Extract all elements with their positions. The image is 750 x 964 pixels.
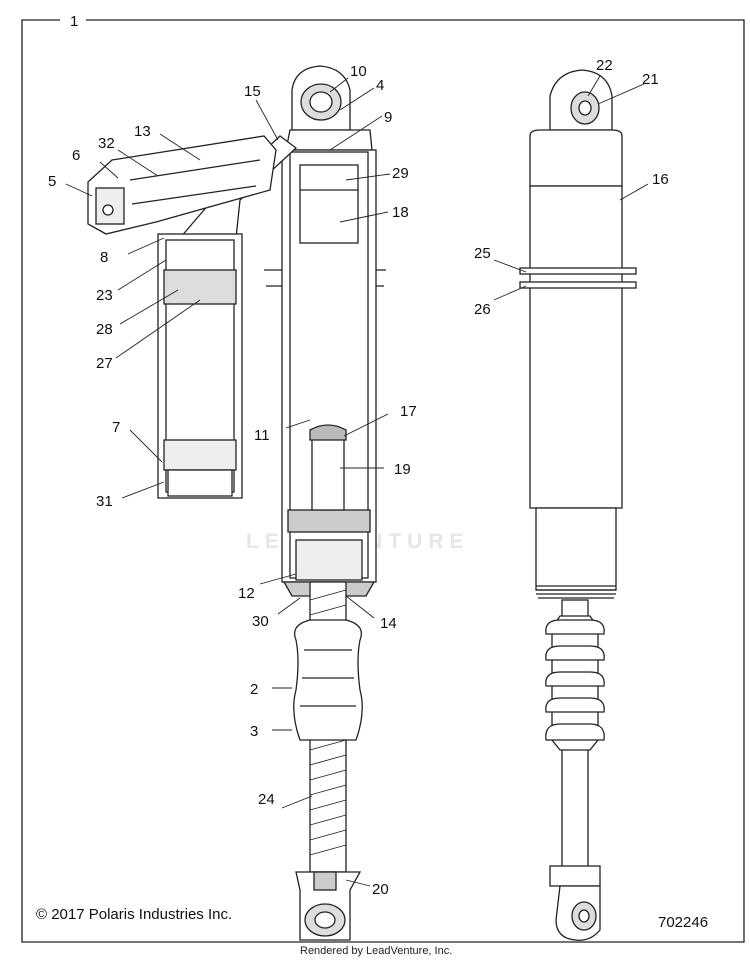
right-shock-exterior bbox=[519, 69, 637, 941]
callout-25: 25 bbox=[474, 245, 491, 262]
callout-10: 10 bbox=[350, 63, 367, 80]
callout-23: 23 bbox=[96, 287, 113, 304]
callout-16: 16 bbox=[652, 171, 669, 188]
callout-11: 11 bbox=[254, 427, 270, 444]
callout-20: 20 bbox=[372, 881, 389, 898]
callout-22: 22 bbox=[596, 57, 613, 74]
callout-27: 27 bbox=[96, 355, 113, 372]
copyright-notice: © 2017 Polaris Industries Inc. bbox=[36, 906, 233, 923]
callout-29: 29 bbox=[392, 165, 409, 182]
callout-4: 4 bbox=[376, 77, 384, 94]
callout-12: 12 bbox=[238, 585, 255, 602]
callout-13: 13 bbox=[134, 123, 151, 140]
callout-24: 24 bbox=[258, 791, 275, 808]
diagram-part-number: 702246 bbox=[658, 914, 709, 931]
center-shock-cutaway bbox=[264, 65, 386, 941]
callout-8: 8 bbox=[100, 249, 108, 266]
rendered-by-credit: Rendered by LeadVenture, Inc. bbox=[300, 945, 453, 957]
callout-2: 2 bbox=[250, 681, 258, 698]
callout-3: 3 bbox=[250, 723, 258, 740]
callout-6: 6 bbox=[72, 147, 80, 164]
callout-9: 9 bbox=[384, 109, 392, 126]
callout-18: 18 bbox=[392, 204, 409, 221]
reservoir-cutaway bbox=[87, 135, 298, 499]
callout-19: 19 bbox=[394, 461, 411, 478]
callout-31: 31 bbox=[96, 493, 113, 510]
callout-14: 14 bbox=[380, 615, 397, 632]
callout-15: 15 bbox=[244, 83, 261, 100]
callout-28: 28 bbox=[96, 321, 113, 338]
callout-32: 32 bbox=[98, 135, 115, 152]
callout-21: 21 bbox=[642, 71, 659, 88]
callout-labels: 10 4 9 15 29 18 13 32 6 5 8 23 28 27 7 3… bbox=[48, 57, 669, 898]
callout-7: 7 bbox=[112, 419, 120, 436]
callout-30: 30 bbox=[252, 613, 269, 630]
view-number: 1 bbox=[70, 13, 78, 30]
leader-lines bbox=[65, 75, 649, 887]
frame-border bbox=[21, 19, 745, 943]
callout-26: 26 bbox=[474, 301, 491, 318]
callout-5: 5 bbox=[48, 173, 56, 190]
callout-17: 17 bbox=[400, 403, 417, 420]
